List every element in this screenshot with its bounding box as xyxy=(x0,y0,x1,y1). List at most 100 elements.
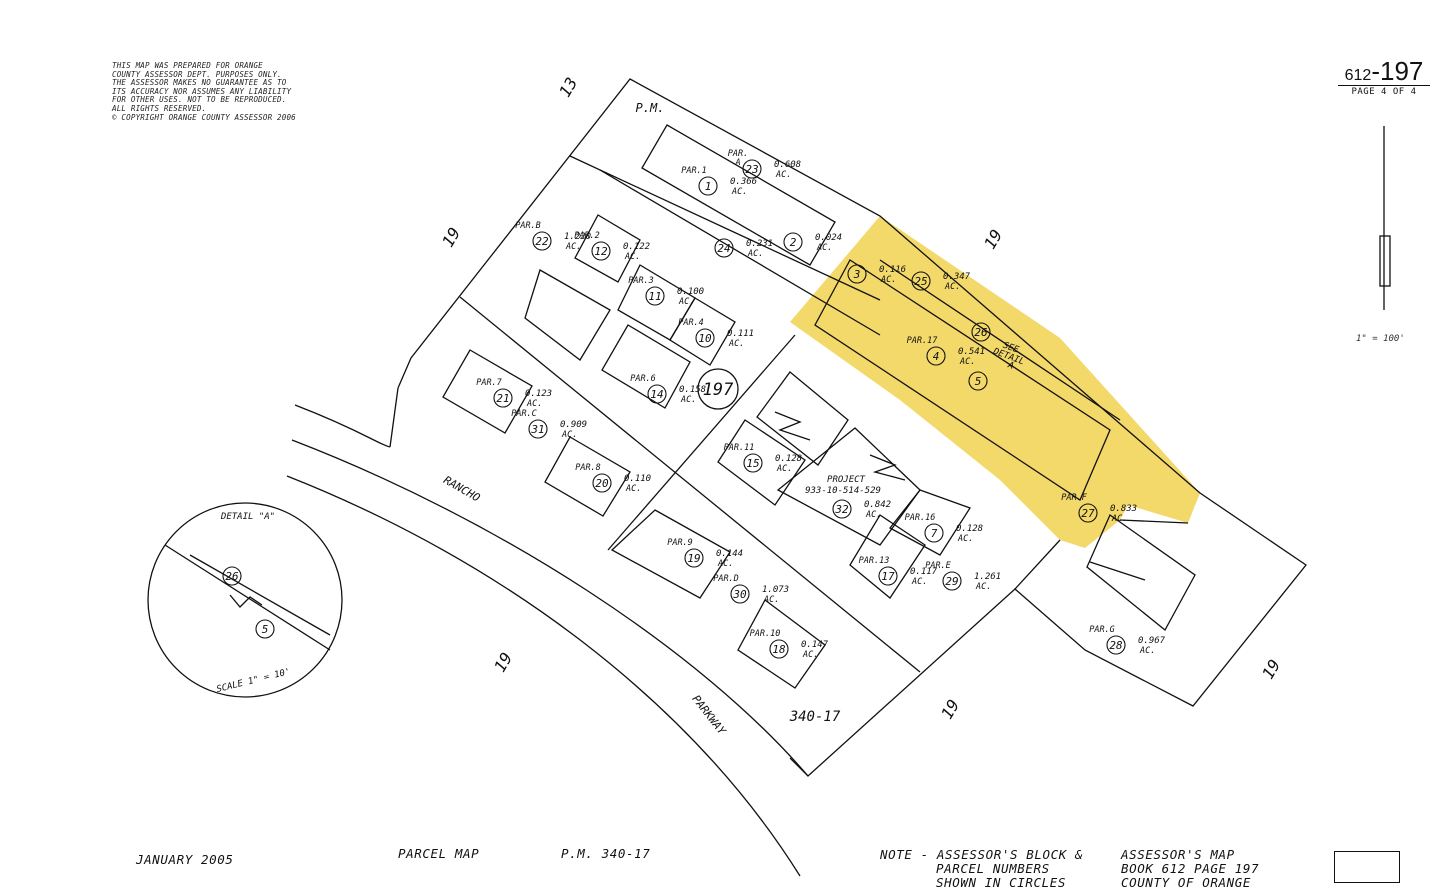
detail-reference: A xyxy=(1005,360,1014,372)
parcel-name: PAR.9 xyxy=(667,538,693,548)
street-name: RANCHO xyxy=(441,473,482,504)
lot-line xyxy=(607,334,796,551)
street-line-19 xyxy=(294,404,391,448)
block-number: 197 xyxy=(703,380,734,400)
detail-parcel-number: 5 xyxy=(262,623,269,636)
rancho-parkway-south xyxy=(286,475,801,877)
parcel-name: PAR.3 xyxy=(628,276,654,286)
parcel-number: 12 xyxy=(594,245,608,258)
parcel-number-circle xyxy=(698,176,718,196)
block-outline xyxy=(397,78,1307,777)
parcel-number: 32 xyxy=(834,503,849,516)
street-name: PARKWAY xyxy=(689,693,729,739)
parcel-number: 4 xyxy=(933,350,940,363)
parcel-name: PAR.6 xyxy=(630,374,656,384)
parcel-area: 0.116 xyxy=(879,265,906,275)
parcel-area: 0.366 xyxy=(730,177,757,187)
building xyxy=(544,436,631,517)
parcel-name: PAR.B xyxy=(515,221,541,231)
parcel-area: 0.100 xyxy=(677,287,704,297)
parcel-unit: AC. xyxy=(816,243,832,253)
parcel-unit: AC. xyxy=(565,242,581,252)
assessor-line: COUNTY OF ORANGE xyxy=(1121,875,1252,890)
revision-box xyxy=(1334,851,1400,883)
parcel-area: 0.144 xyxy=(716,549,743,559)
parcel-area: 0.833 xyxy=(1110,504,1137,514)
building xyxy=(641,124,836,266)
parcel-area: 0.347 xyxy=(943,272,971,282)
parcel-area: 0.111 xyxy=(727,329,754,339)
parcel-name: PAR.4 xyxy=(678,318,704,328)
block-west-edge xyxy=(389,387,399,448)
book-number: 612 xyxy=(1344,67,1372,84)
lot-line xyxy=(879,259,1121,421)
parcel-number: 22 xyxy=(535,235,549,248)
parcel-number-circle xyxy=(528,419,548,439)
tract-label: 13 xyxy=(555,74,581,100)
lot-line xyxy=(569,155,881,301)
parcel-number: 27 xyxy=(1081,507,1095,520)
parcel-name: PAR.11 xyxy=(724,443,755,453)
parcel-unit: AC. xyxy=(775,170,791,180)
parcel-unit: AC. xyxy=(763,595,779,605)
parcel-unit: AC. xyxy=(625,484,641,494)
parcel-number: 25 xyxy=(914,275,927,288)
parcel-number: 20 xyxy=(595,477,609,490)
parcel-name: PAR.13 xyxy=(859,556,890,566)
parcel-number-circle xyxy=(942,571,962,591)
parcel-name: PAR.D xyxy=(713,574,739,584)
lot-line xyxy=(1014,539,1061,590)
building xyxy=(717,419,806,506)
lot-line xyxy=(869,454,906,481)
parcel-name: PAR.E xyxy=(925,561,951,571)
parcel-number-circle xyxy=(493,388,513,408)
detail-line xyxy=(164,544,331,651)
building xyxy=(814,259,1111,501)
parcel-number: 28 xyxy=(1109,639,1123,652)
project-number: 933-10-514-529 xyxy=(805,486,881,496)
disclaimer-line: ALL RIGHTS RESERVED. xyxy=(112,103,207,113)
parcel-area: 0.110 xyxy=(624,474,651,484)
parcel-number-circle xyxy=(769,639,789,659)
parcel-number: 1 xyxy=(705,180,712,193)
parcel-unit: AC. xyxy=(680,395,696,405)
parcel-number-circle xyxy=(1106,635,1126,655)
parcel-number: 21 xyxy=(496,392,509,405)
parcel-number-circle xyxy=(645,286,665,306)
parcel-area: 0.967 xyxy=(1138,636,1166,646)
parcel-name: PAR.7 xyxy=(476,378,502,388)
parcel-name: PAR.16 xyxy=(905,513,936,523)
parcel-unit: AC. xyxy=(561,430,577,440)
parcel-number: 30 xyxy=(732,588,747,601)
project-label: PROJECT xyxy=(827,475,866,485)
parcel-number: 5 xyxy=(975,375,982,388)
parcel-number: 18 xyxy=(772,643,786,656)
parcel-number: 26 xyxy=(974,326,988,339)
parcel-area: 0.024 xyxy=(815,233,842,243)
parcel-unit: AC. xyxy=(959,357,975,367)
parcel-area: 1.220 xyxy=(564,232,591,242)
assessor-line: ASSESSOR'S MAP xyxy=(1121,847,1235,862)
parcel-number-circle xyxy=(911,271,931,291)
parcel-number-circle xyxy=(592,473,612,493)
parcel-unit: AC. xyxy=(526,399,542,409)
footer-map-type: PARCEL MAP xyxy=(398,846,480,861)
parcel-area: 0.231 xyxy=(746,239,773,249)
building xyxy=(1086,514,1196,631)
parcel-number: 14 xyxy=(650,388,663,401)
parcel-book-label: 19 xyxy=(438,224,464,250)
parcel-area: 0.128 xyxy=(775,454,802,464)
footer-date: JANUARY 2005 xyxy=(136,852,234,867)
parcel-number: 10 xyxy=(698,332,712,345)
parcel-name: PAR.1 xyxy=(681,166,707,176)
parcel-area: 0.909 xyxy=(560,420,587,430)
block-number-circle xyxy=(697,368,739,410)
parcel-number: 31 xyxy=(530,423,544,436)
parcel-area: 0.158 xyxy=(679,385,706,395)
detail-line xyxy=(189,554,331,636)
footer-note: NOTE - ASSESSOR'S BLOCK & PARCEL NUMBERS… xyxy=(880,848,1083,890)
parcel-number: 7 xyxy=(931,527,938,540)
parcel-name: PAR.F xyxy=(1061,493,1087,503)
parcel-name: PAR. xyxy=(728,149,748,159)
